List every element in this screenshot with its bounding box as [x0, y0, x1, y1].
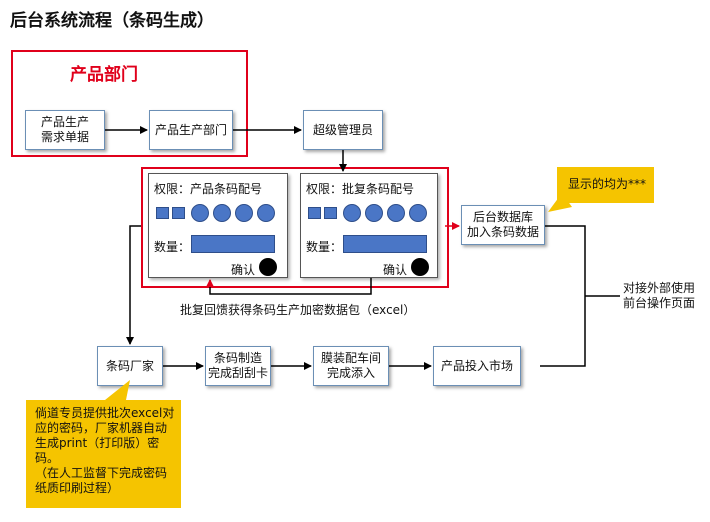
panel-left-quantity-label: 数量： [154, 240, 191, 254]
node-film-pack[interactable]: 膜装配车间完成添入 [313, 346, 389, 386]
panel-right-square-2 [324, 207, 337, 219]
panel-right-confirm-label: 确认 [383, 263, 408, 277]
panel-right-circle-4 [409, 204, 427, 222]
panel-left-circle-1 [191, 204, 209, 222]
node-market-label: 产品投入市场 [440, 358, 513, 373]
node-production-dept-label: 产品生产部门 [154, 122, 227, 137]
factory-callout-line5: 纸质印刷过程） [35, 481, 120, 495]
external-label: 对接外部使用 前台操作页面 [623, 281, 695, 311]
product-dept-label: 产品部门 [70, 65, 138, 85]
node-demand-line1: 产品生产 [40, 115, 89, 129]
arrow-feedback [206, 278, 372, 295]
product-dept-frame [11, 50, 248, 157]
panel-left-confirm-label: 确认 [231, 263, 256, 277]
factory-callout: 倘道专员提供批次excel对 应的密码，厂家机器自动 生成print（打印版）密… [26, 400, 181, 508]
external-line2: 前台操作页面 [623, 296, 696, 310]
node-barcode-factory[interactable]: 条码厂家 [97, 346, 163, 386]
panel-product-config: 权限：产品条码配号 数量： 确认 [148, 173, 288, 278]
node-backend-db[interactable]: 后台数据库加入条码数据 [461, 205, 545, 245]
factory-callout-line2: 应的密码，厂家机器自动 [35, 421, 168, 435]
factory-callout-line4: （在人工监督下完成密码 [35, 466, 168, 480]
barcode-config-frame [141, 167, 449, 288]
node-demand-line2: 需求单据 [40, 130, 89, 144]
panel-left-square-1 [156, 207, 169, 219]
panel-right-quantity-label: 数量： [306, 240, 343, 254]
panel-right-quantity-input[interactable] [343, 235, 427, 253]
panel-left-circle-4 [257, 204, 275, 222]
node-market[interactable]: 产品投入市场 [433, 346, 521, 386]
node-barcode-make-line1: 条码制造 [213, 351, 262, 365]
panel-left-permission: 权限：产品条码配号 [154, 182, 263, 196]
node-film-pack-line1: 膜装配车间 [320, 351, 381, 365]
node-backend-db-line2: 加入条码数据 [466, 225, 539, 239]
node-demand-document[interactable]: 产品生产需求单据 [25, 110, 105, 150]
panel-left-confirm-button[interactable] [259, 258, 277, 276]
node-barcode-make[interactable]: 条码制造完成刮刮卡 [205, 346, 271, 386]
bracket-external [540, 225, 586, 367]
node-super-admin-label: 超级管理员 [312, 122, 373, 137]
node-backend-db-line1: 后台数据库 [472, 210, 533, 224]
node-barcode-make-line2: 完成刮刮卡 [207, 366, 268, 380]
panel-approve-config: 权限：批复条码配号 数量： 确认 [300, 173, 438, 278]
panel-right-confirm-button[interactable] [411, 258, 429, 276]
page-title: 后台系统流程（条码生成） [10, 11, 214, 31]
panel-right-circle-1 [343, 204, 361, 222]
feedback-label: 批复回馈获得条码生产加密数据包（excel） [180, 303, 416, 317]
node-barcode-factory-label: 条码厂家 [105, 358, 154, 373]
panel-left-circle-3 [235, 204, 253, 222]
panel-left-square-2 [172, 207, 185, 219]
panel-left-quantity-input[interactable] [191, 235, 275, 253]
factory-callout-line1: 倘道专员提供批次excel对 [35, 406, 175, 420]
display-callout-text: 显示的均为*** [568, 177, 647, 191]
external-line1: 对接外部使用 [623, 281, 696, 295]
node-production-dept[interactable]: 产品生产部门 [149, 110, 233, 150]
display-callout: 显示的均为*** [557, 167, 654, 203]
panel-right-circle-2 [365, 204, 383, 222]
arrow-to-factory [126, 225, 141, 345]
panel-right-square-1 [308, 207, 321, 219]
panel-right-circle-3 [387, 204, 405, 222]
factory-callout-tail [105, 380, 130, 400]
node-super-admin[interactable]: 超级管理员 [303, 110, 383, 150]
factory-callout-line3: 生成print（打印版）密码。 [35, 436, 160, 465]
node-film-pack-line2: 完成添入 [326, 366, 375, 380]
panel-right-permission: 权限：批复条码配号 [306, 182, 415, 196]
panel-left-circle-2 [213, 204, 231, 222]
